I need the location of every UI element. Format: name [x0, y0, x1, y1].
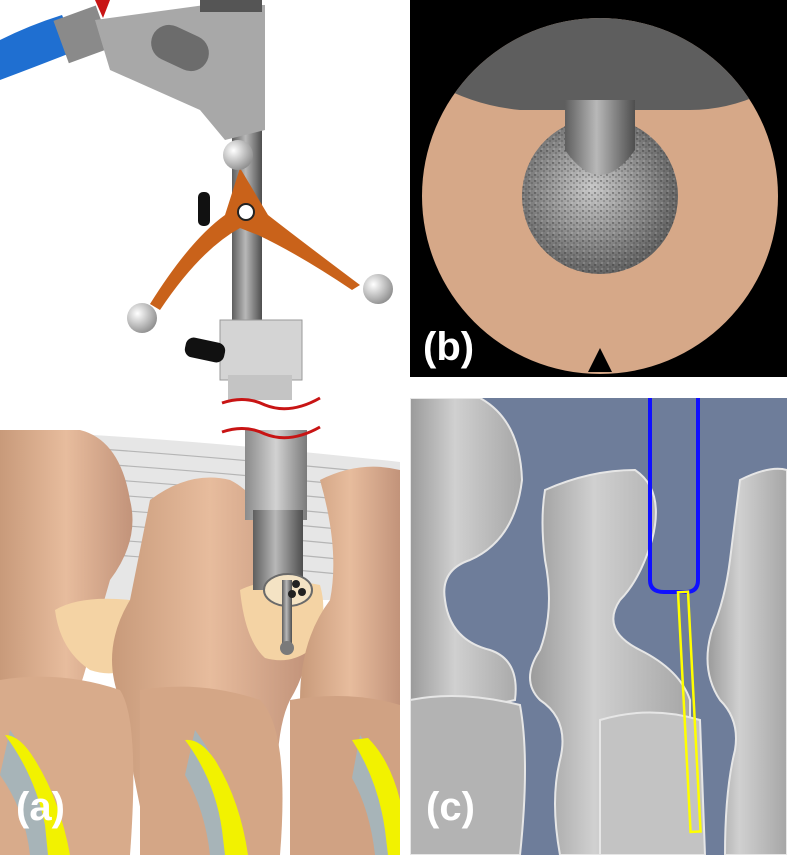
- tracker-marker-top: [223, 140, 253, 170]
- tracker-marker-left: [127, 303, 157, 333]
- panel-c-sheath: [648, 398, 700, 594]
- panel-c-label: (c): [426, 785, 475, 829]
- panel-b-shaft: [565, 100, 635, 175]
- panel-c-vertebra-right: [706, 467, 787, 855]
- panel-c: (c): [410, 398, 787, 855]
- handpiece: [0, 0, 265, 140]
- panel-b: (b): [410, 0, 787, 377]
- panel-c-probe: [676, 590, 702, 834]
- break-marks: [221, 396, 321, 440]
- panel-c-vertebra-left: [410, 398, 524, 721]
- nerve-roots: [0, 730, 400, 855]
- navigation-tracker: [127, 140, 393, 333]
- panel-c-bone-base-left: [410, 695, 526, 855]
- tracker-marker-right: [363, 274, 393, 304]
- panel-b-notch: [588, 348, 612, 372]
- panel-b-label: (b): [423, 325, 474, 369]
- panel-a-label: (a): [16, 785, 65, 829]
- panel-a: (a): [0, 0, 400, 855]
- panel-c-bone-base-middle: [599, 711, 707, 855]
